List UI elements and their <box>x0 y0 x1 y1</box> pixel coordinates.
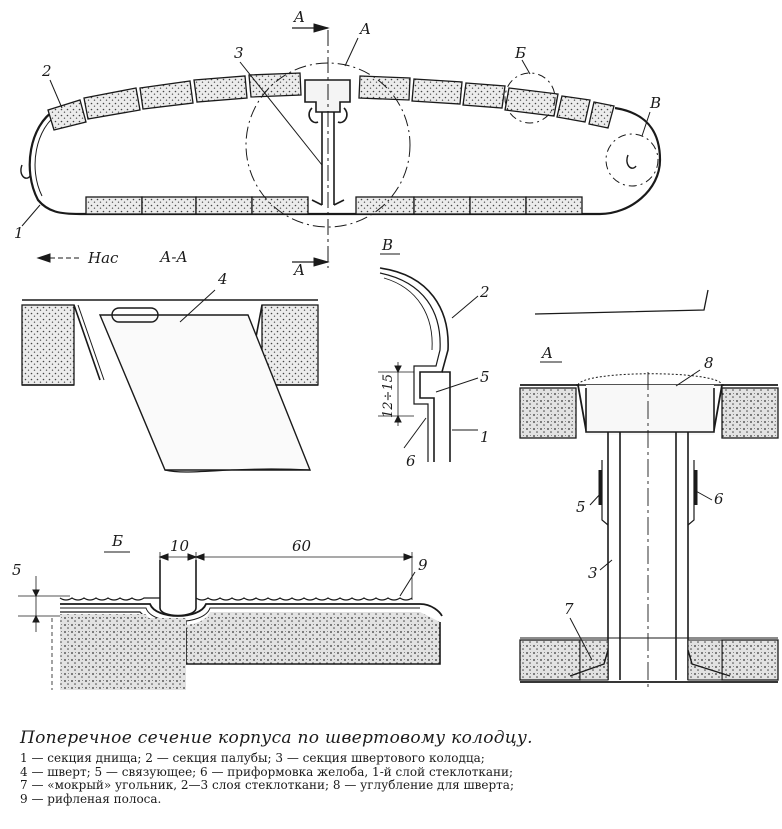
label-2-top: 2 <box>41 62 52 80</box>
detail-A <box>519 361 779 690</box>
label-4: 4 <box>217 270 228 288</box>
caption-title: Поперечное сечение корпуса по швертовому… <box>20 728 533 748</box>
hull-section <box>20 23 662 268</box>
label-9: 9 <box>418 556 428 574</box>
label-secV-detail: В <box>381 236 393 254</box>
label-cut-A-top: A <box>292 8 305 26</box>
label-6-detail: 6 <box>406 452 416 470</box>
label-5-detail: 5 <box>480 368 490 386</box>
detail-V <box>378 253 479 462</box>
section-AA <box>21 289 319 473</box>
detail-B <box>18 551 443 690</box>
label-6-A: 6 <box>714 490 724 508</box>
label-1-top: 1 <box>14 224 24 242</box>
bottom-blocks <box>85 196 583 215</box>
legend-line: 4 — шверт; 5 — связующее; 6 — приформовк… <box>20 764 514 779</box>
legend-line: 7 — «мокрый» угольник, 2—3 слоя стеклотк… <box>20 778 514 792</box>
label-secB-circle: Б <box>514 44 526 62</box>
label-1-detail: 1 <box>480 428 490 446</box>
dim-60: 60 <box>292 537 312 555</box>
label-8: 8 <box>704 354 714 372</box>
label-7: 7 <box>564 600 574 618</box>
stray-stroke <box>534 289 709 315</box>
label-3-top: 3 <box>234 44 244 62</box>
label-secA-circle: A <box>358 20 371 38</box>
label-2-detail: 2 <box>479 283 490 301</box>
deck-blocks <box>47 72 615 131</box>
caption-legend: 1 — секция днища; 2 — секция палубы; 3 —… <box>20 751 770 806</box>
label-cut-A-bottom: A <box>292 261 305 279</box>
dim-10: 10 <box>170 537 190 555</box>
label-3-A: 3 <box>588 564 598 582</box>
label-nas: Нас <box>87 249 119 267</box>
label-secA-detail: A <box>540 344 553 362</box>
label-secV-circle: В <box>649 94 661 112</box>
label-5-A: 5 <box>576 498 586 516</box>
legend-line: 9 — рифленая полоса. <box>20 791 162 806</box>
label-section-AA: А-А <box>159 248 188 266</box>
legend-line: 1 — секция днища; 2 — секция палубы; 3 —… <box>20 751 485 765</box>
dim-5: 5 <box>12 561 22 579</box>
label-secB-detail: Б <box>111 532 123 550</box>
dim-12-15: 12÷15 <box>381 374 396 418</box>
